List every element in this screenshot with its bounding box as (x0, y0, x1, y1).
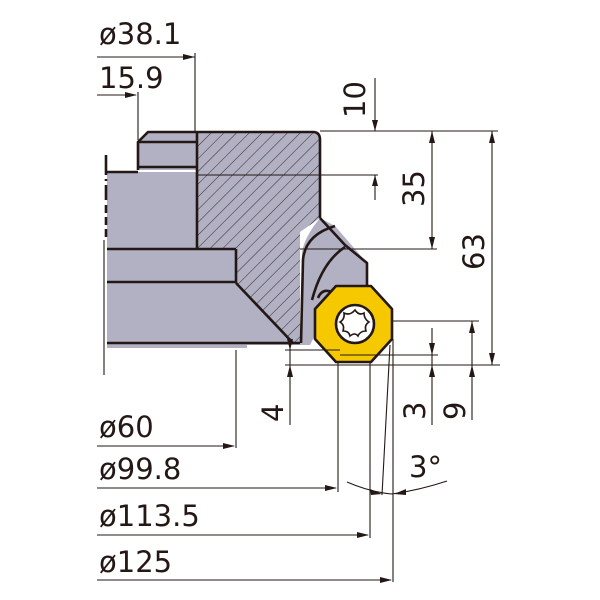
dim-cutting-diameter: ø125 (99, 545, 172, 579)
hatched-section (197, 132, 320, 345)
dim-insert-height: 9 (438, 402, 472, 420)
dim-total-height: 63 (457, 233, 491, 270)
dimension-lines (97, 53, 500, 583)
dim-diameter-99-8: ø99.8 (99, 452, 181, 486)
dim-keyway-depth: 10 (338, 81, 372, 118)
dim-lead-angle: 3° (409, 450, 442, 484)
dim-relief-height: 4 (256, 404, 290, 422)
body-outline (104, 130, 369, 345)
dim-keyway-width: 15.9 (99, 61, 164, 95)
dim-hub-diameter: ø60 (99, 410, 154, 444)
dim-body-height: 35 (397, 170, 431, 207)
torx-screw-icon (338, 308, 371, 338)
cutting-insert (313, 284, 394, 364)
dim-diameter-113-5: ø113.5 (99, 499, 200, 533)
dim-insert-offset: 3 (398, 402, 432, 420)
dim-bore-diameter: ø38.1 (99, 17, 181, 51)
